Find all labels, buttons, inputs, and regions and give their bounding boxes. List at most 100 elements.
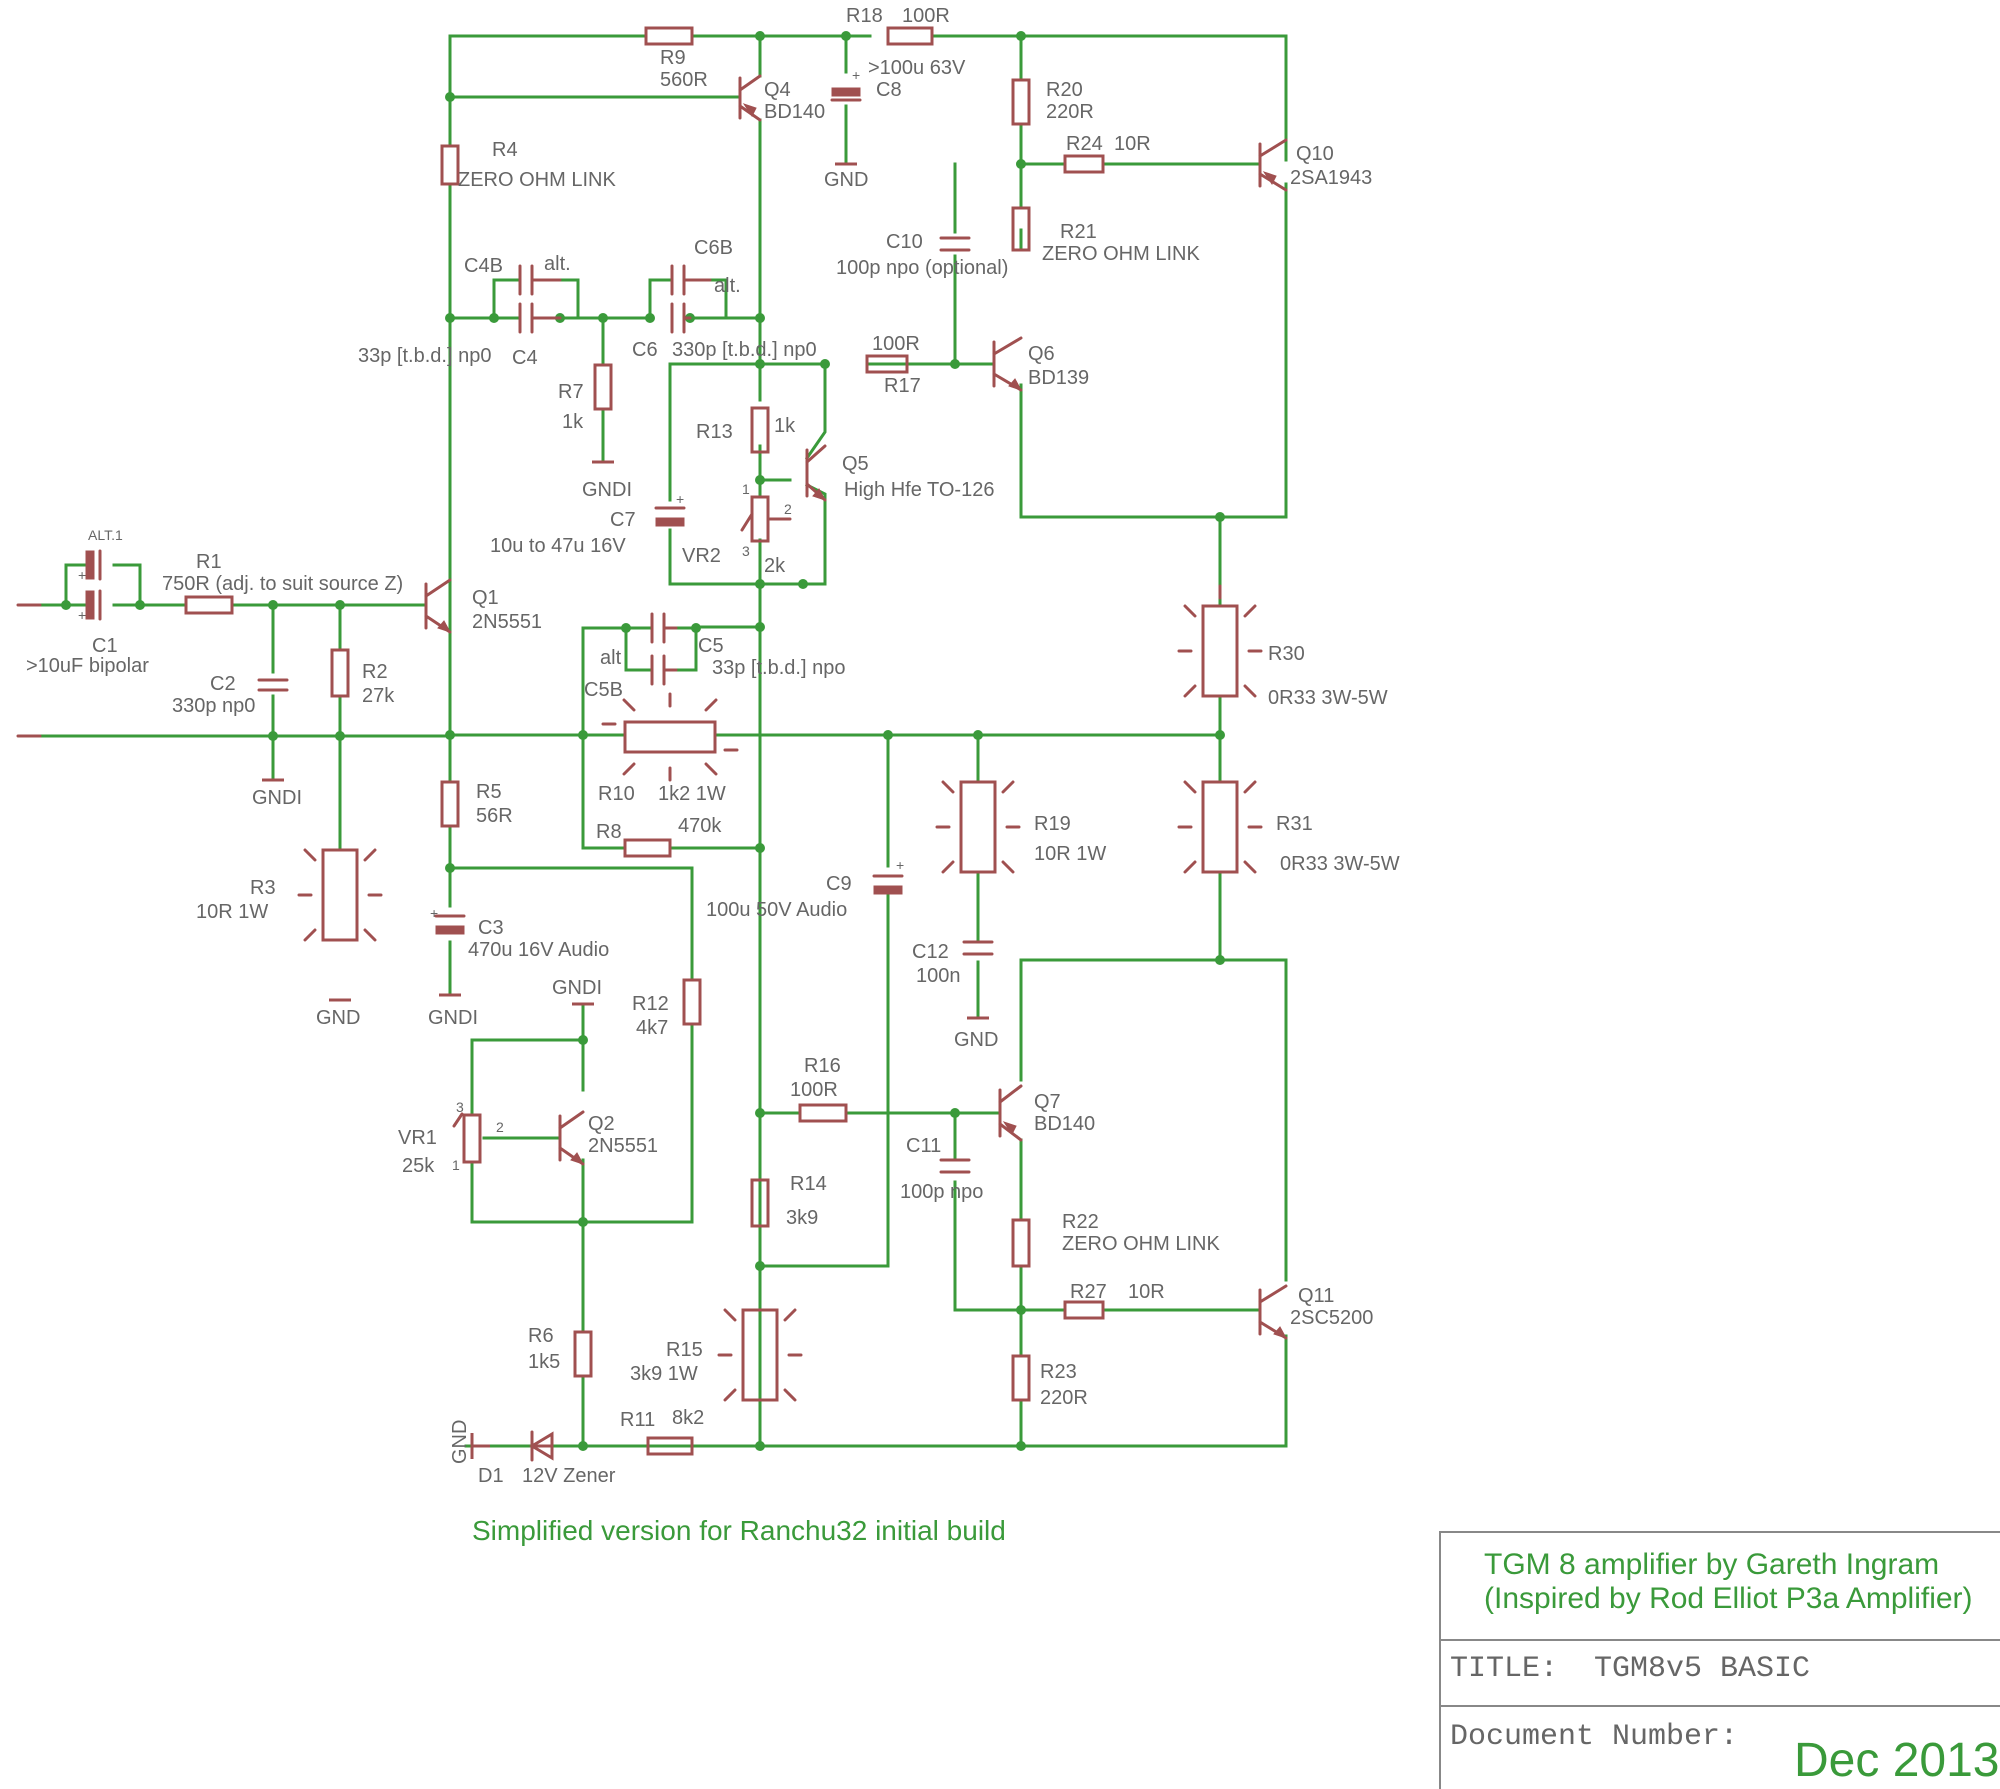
capacitor-c6b: [670, 264, 686, 296]
r17-value: 100R: [872, 333, 920, 355]
capacitor-c11: [939, 1158, 971, 1174]
q4-value: BD140: [764, 101, 825, 123]
resistor-r9: [644, 26, 694, 46]
r14-value: 3k9: [786, 1207, 818, 1229]
c8-plus: +: [852, 67, 860, 83]
input-terminals: [16, 603, 42, 738]
r5-value: 56R: [476, 805, 513, 827]
c3-value: 470u 16V Audio: [468, 939, 609, 961]
r13-name: R13: [696, 421, 733, 443]
d1-value: 12V Zener: [522, 1465, 616, 1487]
resistor-r21: [1011, 206, 1031, 252]
gnd-r3: GND: [316, 1007, 360, 1029]
resistor-r10: [623, 720, 717, 754]
r11-name: R11: [620, 1409, 655, 1431]
r9-name: R9: [660, 47, 686, 69]
r10-name: R10: [598, 783, 635, 805]
q1-name: Q1: [472, 587, 499, 609]
c6-name: C6: [632, 339, 658, 361]
q2-value: 2N5551: [588, 1135, 658, 1157]
title-value: TGM8v5 BASIC: [1594, 1652, 1810, 1686]
r23-value: 220R: [1040, 1387, 1088, 1409]
heat-rays: [297, 584, 1263, 1402]
gndi-q2: GNDI: [552, 977, 602, 999]
c12-value: 100n: [916, 965, 961, 987]
c1-value: >10uF bipolar: [26, 655, 149, 677]
capacitor-c4: [518, 302, 534, 334]
r18-name: R18: [846, 5, 883, 27]
r15-name: R15: [666, 1339, 703, 1361]
c1-plus: +: [78, 607, 86, 623]
zener-diode-d1: [529, 1430, 554, 1462]
r20-value: 220R: [1046, 101, 1094, 123]
r2-name: R2: [362, 661, 388, 683]
capacitor-c2: [257, 678, 289, 692]
c2-value: 330p np0: [172, 695, 255, 717]
electrolytic-c1-plate: [85, 590, 95, 620]
c7-name: C7: [610, 509, 636, 531]
r1-name: R1: [196, 551, 222, 573]
resistor-r8: [623, 838, 672, 858]
r15-value: 3k9 1W: [630, 1363, 698, 1385]
component-symbols: [16, 26, 1288, 1462]
q1-value: 2N5551: [472, 611, 542, 633]
q5-name: Q5: [842, 453, 869, 475]
resistor-r13: [750, 406, 770, 454]
resistor-r2: [330, 648, 350, 698]
potentiometer-vr2: [750, 495, 770, 543]
c8-name: C8: [876, 79, 902, 101]
r30-name: R30: [1268, 643, 1305, 665]
capacitor-c5: [650, 612, 666, 644]
gnd-c8: GND: [824, 169, 868, 191]
resistor-r31: [1201, 780, 1239, 874]
c11-name: C11: [906, 1135, 941, 1157]
c4-value: 33p [t.b.d.] np0: [358, 345, 491, 367]
vr1-pin2: 2: [496, 1119, 504, 1135]
c9-value: 100u 50V Audio: [706, 899, 847, 921]
electrolytic-c8-plate: [831, 87, 861, 97]
resistor-r27: [1063, 1300, 1105, 1320]
r21-value: ZERO OHM LINK: [1042, 243, 1200, 265]
r8-value: 470k: [678, 815, 722, 837]
vr2-value: 2k: [764, 555, 786, 577]
resistor-r20: [1011, 78, 1031, 126]
c8-value: >100u 63V: [868, 57, 966, 79]
c1-alt-plus: +: [78, 567, 86, 583]
gndi-c3: GNDI: [428, 1007, 478, 1029]
r7-name: R7: [558, 381, 584, 403]
capacitor-c6: [670, 302, 686, 334]
electrolytic-c7-plate: [655, 517, 685, 527]
title-block: TGM 8 amplifier by Gareth Ingram (Inspir…: [1439, 1531, 2000, 1789]
title-label: TITLE:: [1450, 1652, 1558, 1686]
c4b-name: C4B: [464, 255, 503, 277]
c10-value: 100p npo (optional): [836, 257, 1008, 279]
resistor-r18: [886, 26, 934, 46]
c2-name: C2: [210, 673, 236, 695]
vr1-pin3: 3: [456, 1099, 464, 1115]
r5-name: R5: [476, 781, 502, 803]
r22-name: R22: [1062, 1211, 1099, 1233]
title-block-line2: (Inspired by Rod Elliot P3a Amplifier): [1484, 1582, 1973, 1615]
q11-value: 2SC5200: [1290, 1307, 1373, 1329]
gnd-d1: GND: [449, 1420, 471, 1464]
vr1-value: 25k: [402, 1155, 435, 1177]
electrolytic-c9-plate: [873, 885, 903, 895]
c12-name: C12: [912, 941, 949, 963]
resistor-r23: [1011, 1354, 1031, 1402]
c3-plus: +: [430, 905, 438, 921]
r21-name: R21: [1060, 221, 1097, 243]
r19-value: 10R 1W: [1034, 843, 1106, 865]
vr2-pin1: 1: [742, 481, 750, 497]
resistor-r3: [321, 848, 359, 942]
r31-value: 0R33 3W-5W: [1280, 853, 1400, 875]
r22-value: ZERO OHM LINK: [1062, 1233, 1220, 1255]
r16-value: 100R: [790, 1079, 838, 1101]
revision-date: Dec 2013: [1794, 1734, 1999, 1787]
c5-name: C5: [698, 635, 724, 657]
build-note: Simplified version for Ranchu32 initial …: [472, 1515, 1006, 1546]
capacitor-c4b: [518, 264, 534, 296]
r12-name: R12: [632, 993, 669, 1015]
r18-value: 100R: [902, 5, 950, 27]
r3-name: R3: [250, 877, 276, 899]
d1-name: D1: [478, 1465, 504, 1487]
